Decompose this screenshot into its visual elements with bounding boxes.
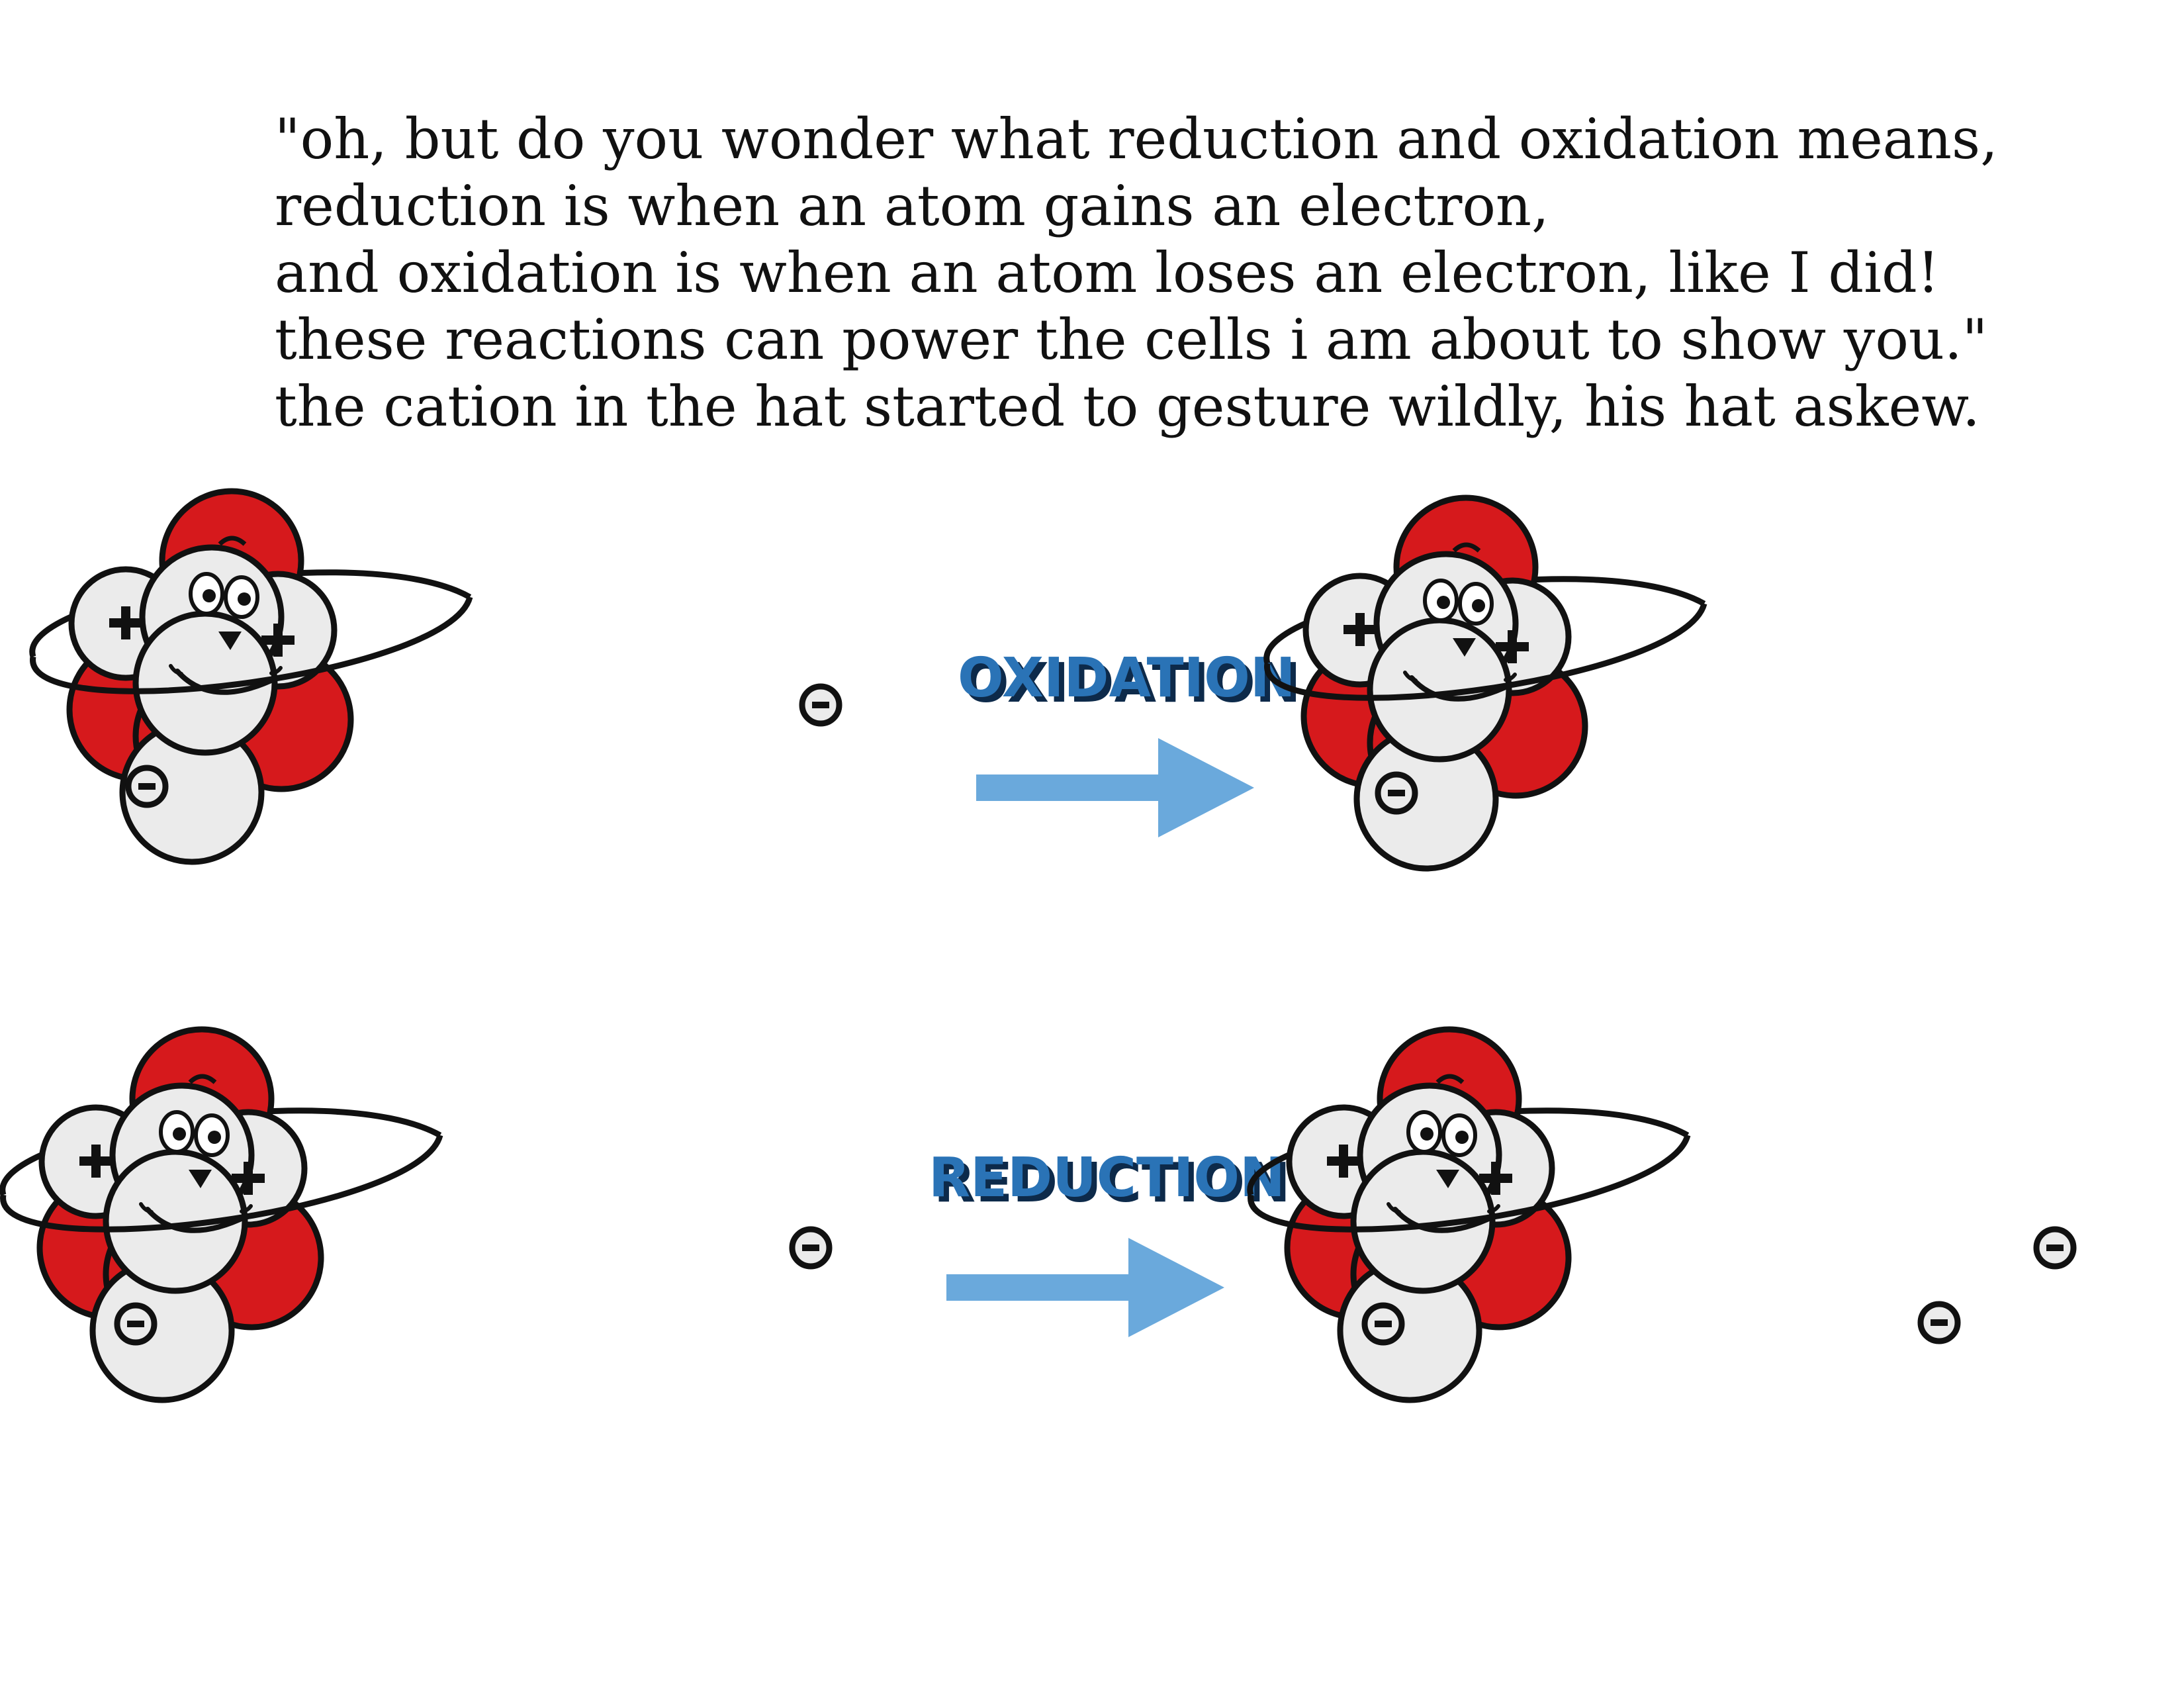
- electron: [128, 768, 165, 805]
- atom-after-oxidation: [1267, 498, 1704, 868]
- oxidation-label: OXIDATION OXIDATION: [958, 647, 1300, 715]
- atom-before-reduction: [3, 1029, 829, 1400]
- electron: [792, 1229, 829, 1266]
- reduction-label-text: REDUCTION: [929, 1147, 1285, 1209]
- electron: [1378, 774, 1415, 812]
- electron: [2036, 1229, 2073, 1266]
- right-arrow-icon: [976, 738, 1254, 837]
- reduction-label: REDUCTION REDUCTION: [929, 1147, 1291, 1215]
- electron: [802, 686, 839, 724]
- electron: [117, 1305, 154, 1342]
- reaction-oxidation: OXIDATION OXIDATION: [32, 491, 1704, 868]
- electron: [1921, 1304, 1958, 1341]
- reaction-reduction: REDUCTION REDUCTION: [3, 1029, 2073, 1400]
- electron: [1365, 1305, 1402, 1342]
- right-arrow-icon: [946, 1238, 1224, 1337]
- atom-before-oxidation: [32, 491, 839, 862]
- atom-after-reduction: [1250, 1029, 2073, 1400]
- oxidation-label-text: OXIDATION: [958, 647, 1295, 710]
